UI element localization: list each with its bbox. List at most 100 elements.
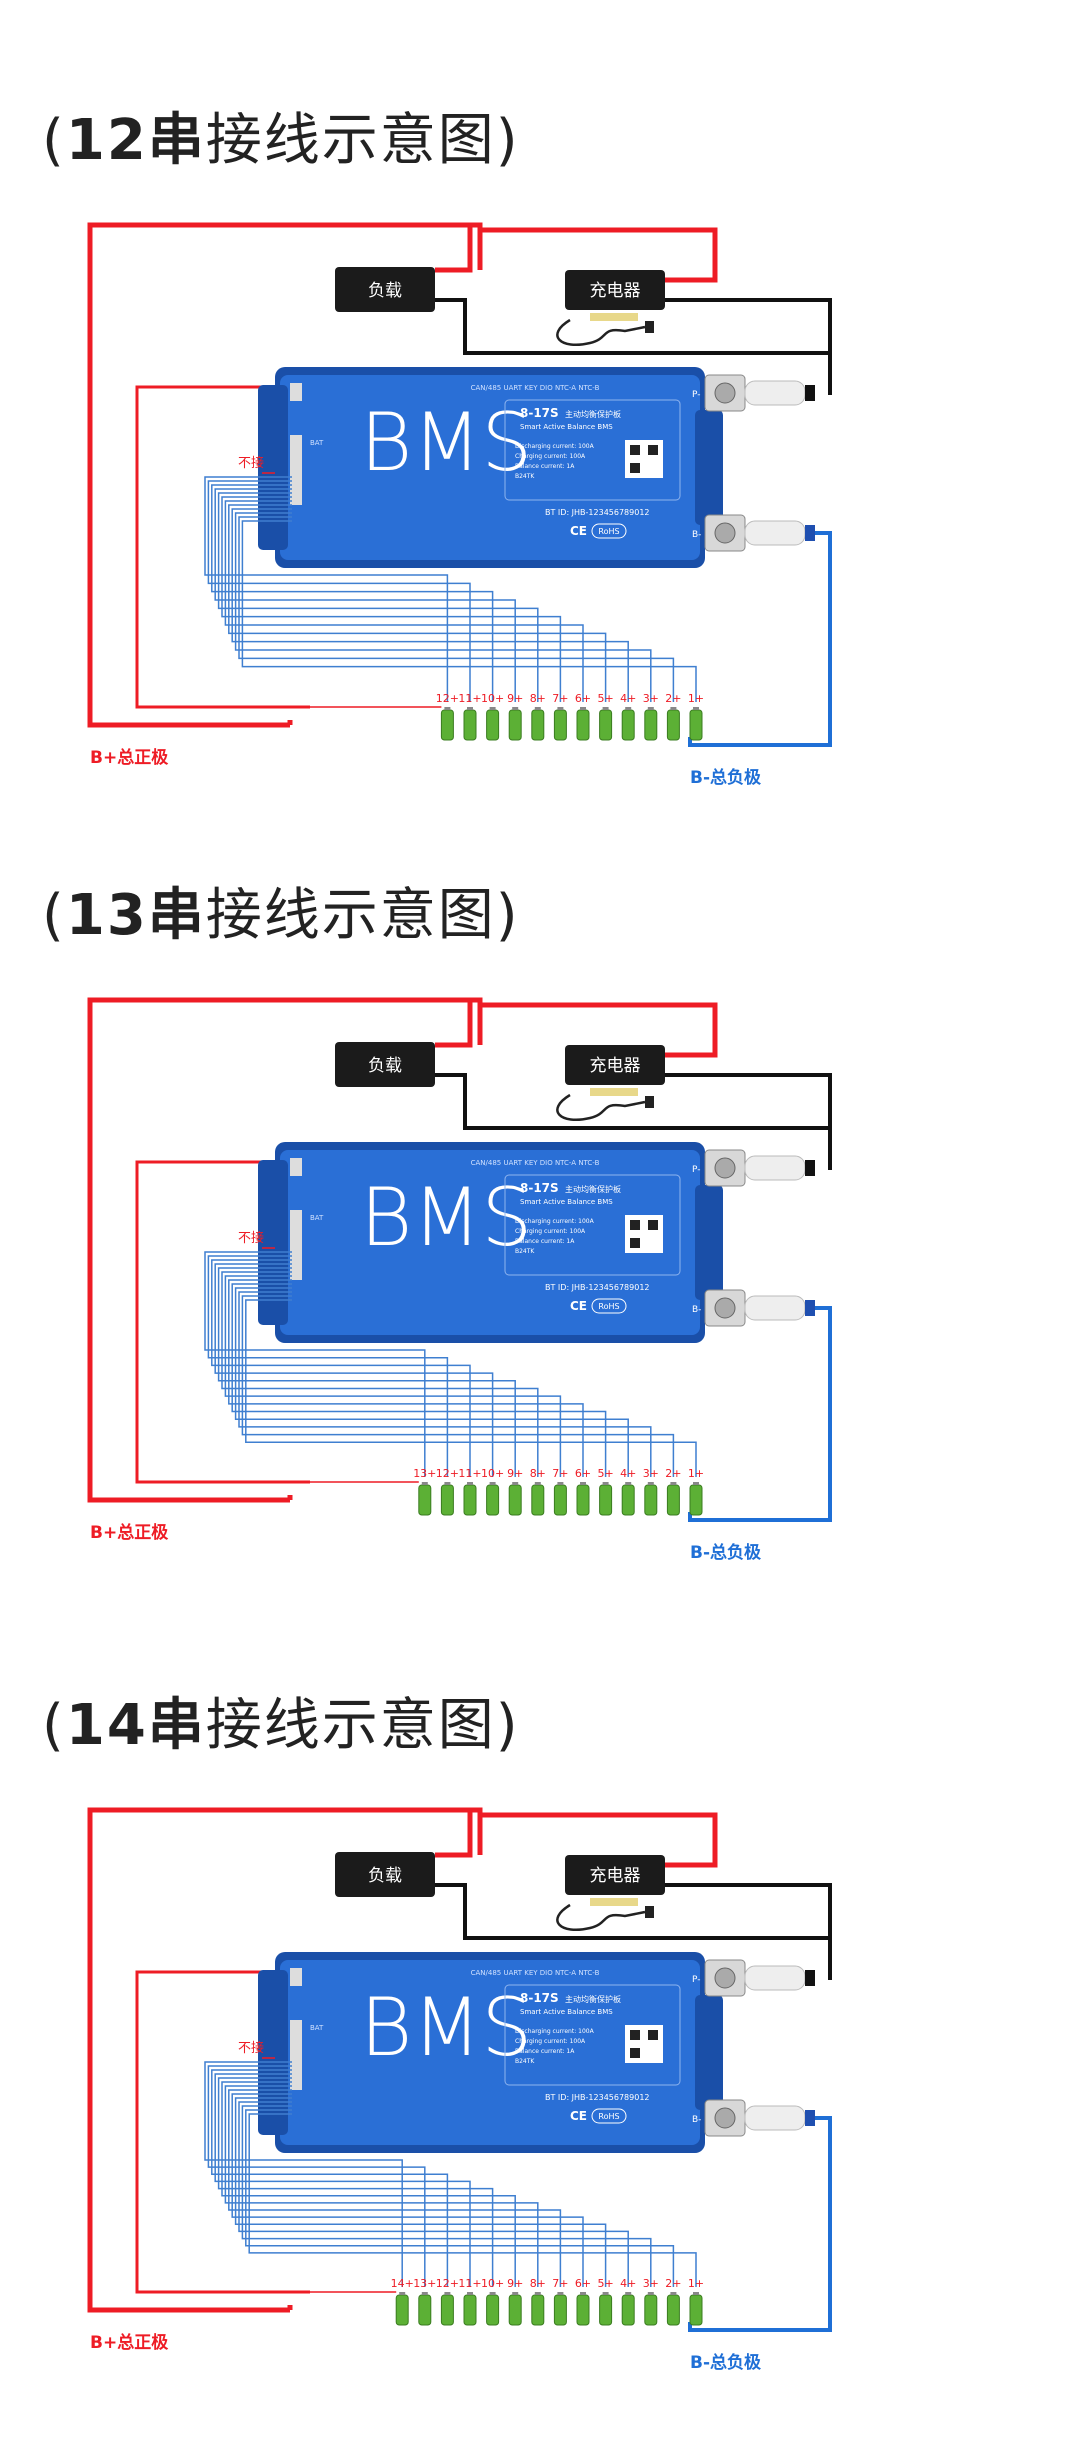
cell-label: 11+ <box>458 1467 481 1480</box>
cell-label: 8+ <box>530 692 546 705</box>
bms-spec-charge: Charging current: 100A <box>515 2038 586 2045</box>
battery-cell-cap <box>625 2292 632 2295</box>
cell-label: 6+ <box>575 2277 591 2290</box>
battery-cell <box>486 2294 500 2326</box>
battery-cell-cap <box>512 707 519 710</box>
load-plus-wire <box>435 225 473 273</box>
cell-label: 1+ <box>688 2277 704 2290</box>
load-minus-wire <box>435 298 832 395</box>
cell-label: 7+ <box>552 692 568 705</box>
bms-bat-label: BAT <box>310 439 324 447</box>
bms-spec-charge: Charging current: 100A <box>515 1228 586 1235</box>
wiring-diagram: 负载充电器BMSCAN/485 UART KEY DIO NTC-A NTC-B… <box>87 1807 832 2373</box>
cell-label: 10+ <box>481 2277 504 2290</box>
bms-qr-mark-2 <box>648 2030 658 2040</box>
battery-cell <box>553 709 567 741</box>
p-terminal-bolt <box>714 382 736 404</box>
cell-label: 10+ <box>481 692 504 705</box>
cell-label: 4+ <box>620 2277 636 2290</box>
battery-cell <box>553 2294 567 2326</box>
bms-spec-panel <box>504 1984 681 2086</box>
battery-cell-cap <box>625 707 632 710</box>
battery-cell-cap <box>444 2292 451 2295</box>
cell-label: 2+ <box>665 1467 681 1480</box>
b-plus-outer-wire <box>87 1807 483 2313</box>
cell-label: 8+ <box>530 2277 546 2290</box>
charger-cable-icon <box>556 1903 646 1931</box>
battery-cell <box>621 2294 635 2326</box>
cell-label: 5+ <box>597 1467 613 1480</box>
battery-cell <box>689 1484 703 1516</box>
b-minus-wire <box>688 2116 832 2332</box>
battery-cell-cap <box>647 707 654 710</box>
battery-cell <box>644 1484 658 1516</box>
p-plug-tip <box>805 1970 815 1986</box>
battery-cell-cap <box>467 2292 473 2295</box>
charger-plus-wire <box>480 1002 718 1058</box>
sense-wire <box>221 496 562 702</box>
battery-cell <box>666 1484 680 1516</box>
bms-port-labels: CAN/485 UART KEY DIO NTC-A NTC-B <box>471 1159 600 1167</box>
bms-plus-port <box>290 1158 302 1176</box>
bms-rohs-text: RoHS <box>598 527 619 536</box>
battery-cell <box>644 709 658 741</box>
bms-spec-code: B24TK <box>515 2058 535 2065</box>
bms-spec-code: B24TK <box>515 473 535 480</box>
cell-label: 9+ <box>507 692 523 705</box>
bms-qr-mark-1 <box>630 445 640 455</box>
battery-cell-cap <box>647 1482 654 1485</box>
battery-cell <box>644 2294 658 2326</box>
bms-rohs-text: RoHS <box>598 2112 619 2121</box>
bms-body <box>280 1150 700 1335</box>
bms-sense-port <box>290 2020 302 2090</box>
battery-cell-cap <box>580 2292 586 2295</box>
sense-wire <box>214 1263 494 1477</box>
bms-ce-mark: CE <box>570 1299 587 1313</box>
battery-cell-cap <box>512 2292 519 2295</box>
battery-cell <box>463 2294 477 2326</box>
cell-label: 6+ <box>575 692 591 705</box>
b-plug-tip <box>805 1300 815 1316</box>
wiring-diagram: 负载充电器BMSCAN/485 UART KEY DIO NTC-A NTC-B… <box>87 222 832 788</box>
battery-cell-cap <box>693 2292 699 2295</box>
bms-spec-balance: Balance current: 1A <box>515 463 575 470</box>
battery-cell-cap <box>693 1482 699 1485</box>
battery-cell-cap <box>467 707 473 710</box>
sense-wire <box>241 2105 652 2287</box>
bms-body <box>280 1960 700 2145</box>
battery-cell-cap <box>602 1482 609 1485</box>
battery-cell-cap <box>534 707 541 710</box>
battery-cell <box>599 709 613 741</box>
battery-cell-cap <box>647 2292 654 2295</box>
sense-wire <box>207 1255 449 1477</box>
bms-qr-mark-3 <box>630 2048 640 2058</box>
battery-cell <box>440 709 454 741</box>
bms-plus-port <box>290 1968 302 1986</box>
wiring-diagram: 负载充电器BMSCAN/485 UART KEY DIO NTC-A NTC-B… <box>87 997 832 1563</box>
cell-label: 5+ <box>597 692 613 705</box>
not-connected-label: 不接 <box>238 1230 264 1246</box>
load-label: 负载 <box>368 281 402 301</box>
bms-bat-label: BAT <box>310 1214 324 1222</box>
cell-label: 9+ <box>507 1467 523 1480</box>
battery-cell-cap <box>602 707 609 710</box>
sense-wire <box>217 2077 494 2287</box>
battery-cell-cap <box>625 1482 632 1485</box>
bms-logo-text: BMS <box>360 1171 532 1264</box>
sense-wire <box>211 484 494 702</box>
battery-cell <box>576 2294 590 2326</box>
bms-bat-label: BAT <box>310 2024 324 2032</box>
battery-cell <box>666 2294 680 2326</box>
charger-cable-icon <box>556 318 646 346</box>
battery-cell-cap <box>557 2292 564 2295</box>
sense-wire <box>207 480 471 702</box>
cell-label: 11+ <box>458 692 481 705</box>
battery-cell <box>486 1484 500 1516</box>
bms-spec-discharge: Discharging current: 100A <box>515 2028 595 2035</box>
cell-label: 12+ <box>436 2277 459 2290</box>
bms-rohs-text: RoHS <box>598 1302 619 1311</box>
cell-label: 13+ <box>413 1467 436 1480</box>
b-plus-label: B+总正极 <box>90 2332 168 2353</box>
b-terminal-sleeve <box>744 520 806 546</box>
